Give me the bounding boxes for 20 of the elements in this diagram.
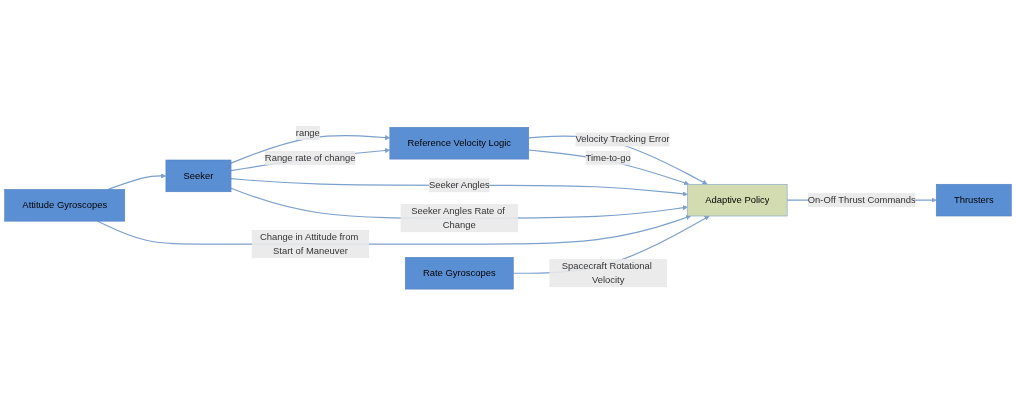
edge-label: Change in Attitude from Start of Maneuver: [259, 231, 359, 256]
edge-label: Seeker Angles: [428, 180, 490, 190]
arrow: [107, 173, 167, 190]
edge-label: Seeker Angles Rate of Change: [411, 205, 505, 230]
arrow: [230, 178, 688, 197]
arrow: [230, 134, 391, 164]
edge-label: range: [295, 127, 320, 138]
node-box: Adaptive Policy: [687, 183, 788, 217]
node-box: Rate Gyroscopes: [405, 257, 514, 290]
arrow: [528, 135, 708, 185]
edge-label: Spacecraft Rotational Velocity: [561, 260, 652, 285]
node-box: Seeker: [165, 159, 232, 193]
node-box: Reference Velocity Logic: [389, 127, 529, 160]
node-box: Attitude Gyroscopes: [4, 189, 126, 222]
edge-label: Range rate of change: [264, 152, 356, 163]
node-box: Thrusters: [935, 183, 1012, 217]
edge-label: Velocity Tracking Error: [575, 134, 670, 145]
edge-label: Time-to-go: [585, 152, 631, 163]
edge-label: On-Off Thrust Commands: [807, 194, 916, 205]
arrow: [528, 149, 690, 186]
